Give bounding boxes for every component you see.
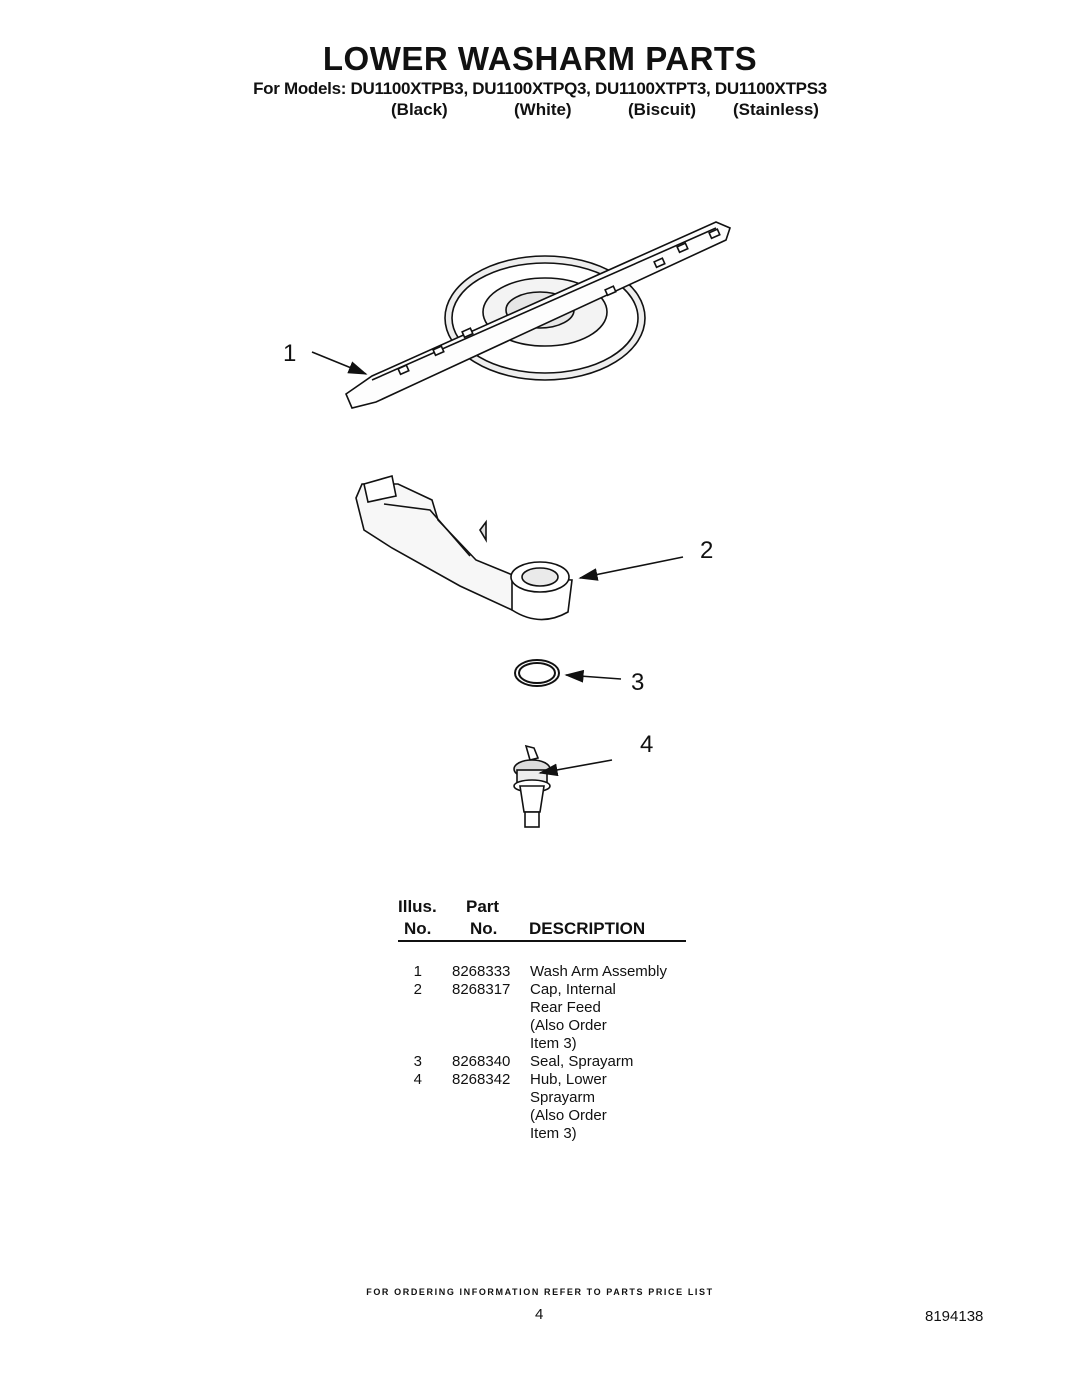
table-header-illus-no: No. bbox=[404, 919, 432, 938]
callout-2: 2 bbox=[700, 537, 714, 564]
page-title: LOWER WASHARM PARTS bbox=[322, 40, 758, 77]
table-header-illus: Illus. bbox=[398, 897, 437, 916]
table-row-2-description-line-1: Cap, Internal bbox=[530, 981, 616, 998]
table-header-description: DESCRIPTION bbox=[529, 919, 646, 938]
table-row-3-part: 8268340 bbox=[452, 1053, 511, 1070]
table-row-4-description-line-1: Hub, Lower bbox=[530, 1071, 607, 1088]
table-row-2-description-line-2: Rear Feed bbox=[530, 999, 601, 1016]
internal-cap-drawing bbox=[355, 474, 573, 621]
table-row-3-description: Seal, Sprayarm bbox=[530, 1053, 634, 1070]
table-row-4-description-line-3: (Also Order bbox=[530, 1107, 607, 1124]
document-number: 8194138 bbox=[925, 1308, 984, 1325]
wash-arm-assembly-drawing bbox=[345, 221, 731, 409]
table-row-4-description-line-2: Sprayarm bbox=[530, 1089, 596, 1106]
color-label-stainless: (Stainless) bbox=[733, 100, 819, 119]
table-row-1-part: 8268333 bbox=[452, 963, 511, 980]
table-header-part: Part bbox=[466, 897, 500, 916]
table-row-1-illus: 1 bbox=[413, 963, 422, 980]
table-row-2-description-line-3: (Also Order bbox=[530, 1017, 607, 1034]
color-label-biscuit: (Biscuit) bbox=[628, 100, 696, 119]
table-row-1-description: Wash Arm Assembly bbox=[530, 963, 667, 980]
table-row-2-illus: 2 bbox=[413, 981, 422, 998]
color-label-white: (White) bbox=[514, 100, 572, 119]
table-row-4-part: 8268342 bbox=[452, 1071, 511, 1088]
sprayarm-seal-drawing bbox=[514, 659, 560, 687]
table-row-4-description-line-4: Item 3) bbox=[530, 1125, 577, 1142]
lower-hub-drawing bbox=[513, 744, 551, 828]
callout-1: 1 bbox=[283, 340, 297, 367]
table-header-part-no: No. bbox=[470, 919, 498, 938]
page-number: 4 bbox=[535, 1306, 544, 1323]
ordering-information-note: FOR ORDERING INFORMATION REFER TO PARTS … bbox=[366, 1287, 714, 1297]
table-row-3-illus: 3 bbox=[413, 1053, 422, 1070]
models-line: For Models: DU1100XTPB3, DU1100XTPQ3, DU… bbox=[253, 79, 827, 98]
callout-4: 4 bbox=[640, 731, 654, 758]
color-label-black: (Black) bbox=[391, 100, 448, 119]
table-row-2-description-line-4: Item 3) bbox=[530, 1035, 577, 1052]
table-row-4-illus: 4 bbox=[413, 1071, 422, 1088]
table-header-rule bbox=[398, 940, 686, 942]
table-row-2-part: 8268317 bbox=[452, 981, 511, 998]
callout-3: 3 bbox=[631, 669, 645, 696]
